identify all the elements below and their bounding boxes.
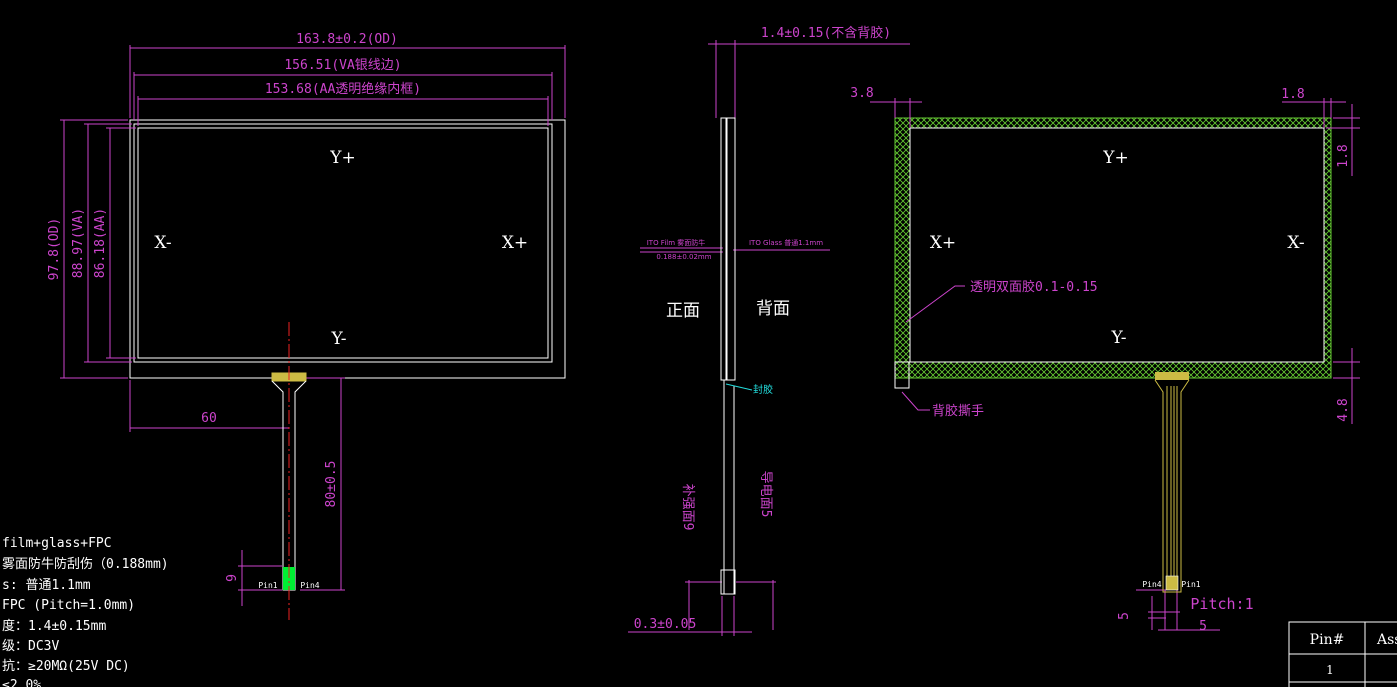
note-line: ≤2.0% (2, 678, 41, 687)
back-axis-right: X- (1287, 233, 1304, 253)
adhesive-label: 透明双面胶0.1-0.15 (970, 279, 1098, 295)
dim-od-height: 97.8(OD) (47, 218, 62, 281)
front-label: 正面 (666, 301, 700, 321)
glass-label: ITO Glass 普通1.1mm (749, 238, 823, 247)
dim-top-margin: 1.8 (1336, 144, 1351, 167)
dim-bottom-margin: 4.8 (1336, 398, 1351, 421)
release-tab-label: 背胶撕手 (932, 403, 984, 419)
dim-va-width: 156.51(VA银线边) (284, 58, 401, 73)
side-view (628, 40, 910, 636)
front-va-outline (133, 123, 553, 363)
spec-notes: film+glass+FPC 雾面防牛防刮伤（0.188mm) s: 普通1.1… (2, 536, 169, 687)
dim-tail-length: 80±0.5 (324, 461, 339, 508)
table-cell: 1 (1326, 663, 1334, 677)
release-tab (894, 361, 910, 389)
front-view (60, 45, 566, 606)
note-line: 抗：≥20MΩ(25V DC) (2, 659, 130, 674)
back-view (870, 98, 1360, 631)
tail-left-label: 补强面9 (680, 484, 695, 531)
note-line: 度：1.4±0.15mm (2, 618, 106, 634)
front-axis-left: X- (154, 233, 171, 253)
back-text: 3.8 1.8 1.8 4.8 Y+ Y- X+ X- 透明双面胶0.1-0.1… (850, 86, 1351, 634)
dim-aa-width: 153.68(AA透明绝缘内框) (265, 81, 421, 97)
side-stiffener (720, 569, 736, 595)
back-fpc (1154, 372, 1190, 593)
tail-right-label: 导电面5 (758, 471, 773, 518)
front-pin-left: Pin1 (258, 581, 277, 590)
dim-pin-len: 5 (1117, 612, 1132, 620)
front-text: 163.8±0.2(OD) 156.51(VA银线边) 153.68(AA透明绝… (47, 32, 528, 590)
dim-tail-width: 9 (225, 574, 240, 582)
side-panel (720, 117, 753, 595)
film-label: ITO Film 雾面防牛 (647, 238, 706, 247)
back-pin-left: Pin4 (1142, 580, 1161, 589)
dim-fpc-thickness: 0.3±0.05 (634, 617, 697, 632)
back-axis-left: X+ (930, 233, 956, 253)
front-axis-right: X+ (502, 233, 528, 253)
note-line: FPC (Pitch=1.0mm) (2, 598, 135, 613)
table-header-pin: Pin# (1310, 632, 1345, 648)
back-fpc-outline (1154, 379, 1190, 593)
front-pin-right: Pin4 (300, 581, 319, 590)
note-line: 级：DC3V (2, 639, 59, 654)
seal-leader (725, 383, 753, 391)
seal-label: 封胶 (753, 383, 773, 396)
front-od-outline (129, 119, 566, 379)
dim-left-margin: 3.8 (850, 86, 873, 101)
dim-aa-height: 86.18(AA) (93, 208, 108, 278)
dim-va-height: 88.97(VA) (71, 208, 86, 278)
dim-thickness: 1.4±0.15(不含背胶) (761, 25, 891, 41)
side-text: 1.4±0.15(不含背胶) ITO Film 雾面防牛 0.188±0.02m… (634, 25, 891, 632)
dim-od-width: 163.8±0.2(OD) (296, 32, 398, 47)
dim-right-margin: 1.8 (1281, 87, 1304, 102)
front-aa-outline (137, 127, 549, 359)
front-fpc (271, 322, 307, 620)
back-label: 背面 (756, 299, 790, 319)
side-film (720, 117, 727, 381)
front-axis-bottom: Y- (330, 329, 346, 349)
front-stiffener (283, 567, 295, 590)
pitch-label: Pitch:1 (1190, 595, 1253, 613)
back-pin-right: Pin1 (1181, 580, 1200, 589)
table-header-ass: Ass (1376, 632, 1397, 648)
back-axis-bottom: Y- (1110, 328, 1126, 348)
back-fpc-connector (1155, 372, 1189, 380)
pin-table: Pin# Ass 1 (1288, 621, 1397, 687)
dim-tail-offset: 60 (201, 411, 217, 426)
back-axis-top: Y+ (1102, 148, 1128, 168)
side-glass (726, 117, 736, 381)
note-line: 雾面防牛防刮伤（0.188mm) (2, 556, 169, 572)
note-line: s: 普通1.1mm (2, 578, 91, 593)
back-pin-pads (1165, 575, 1179, 591)
note-line: film+glass+FPC (2, 536, 112, 551)
front-axis-top: Y+ (329, 148, 355, 168)
dim-fpc-width: 5 (1199, 619, 1207, 634)
film-thickness: 0.188±0.02mm (656, 253, 711, 261)
side-fpc (723, 380, 735, 595)
back-aa-outline (909, 127, 1325, 363)
